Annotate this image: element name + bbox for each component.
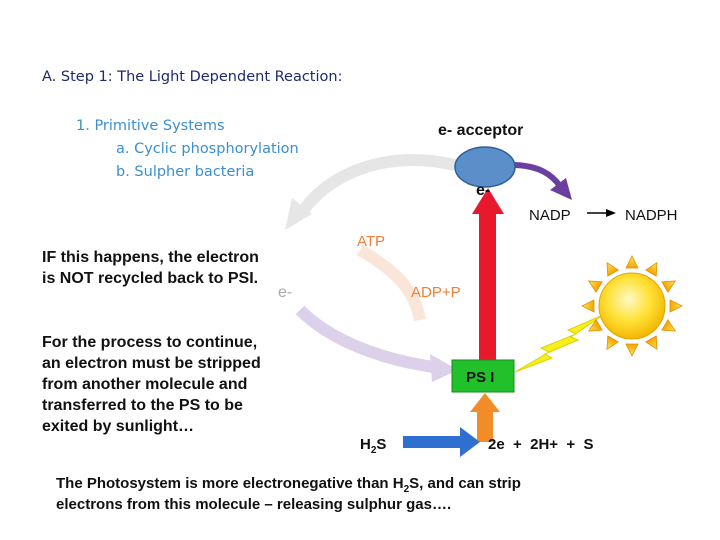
- nadph-label: NADPH: [625, 207, 678, 224]
- atp-label: ATP: [357, 233, 385, 250]
- nadp-to-nadph-arrowhead: [606, 209, 616, 217]
- reaction-products-label: 2e + 2H+ + S: [488, 436, 593, 453]
- sulpher-bacteria-item: b. Sulpher bacteria: [116, 164, 254, 180]
- electron-label-left: e-: [278, 284, 292, 301]
- electron-acceptor-oval: [455, 147, 515, 187]
- footer-line-1: The Photosystem is more electronegative …: [56, 475, 521, 495]
- cyclic-phosphorylation-item: a. Cyclic phosphorylation: [116, 141, 299, 157]
- h2s-label: H2S: [360, 436, 386, 456]
- adp-label: ADP+P: [411, 284, 461, 301]
- primitive-systems-heading: 1. Primitive Systems: [76, 118, 225, 134]
- cyclic-flow-arrows: [285, 160, 458, 382]
- acceptor-label: e- acceptor: [438, 122, 523, 139]
- electron-supply-arrow-head: [470, 393, 500, 412]
- footer-line-2: electrons from this molecule – releasing…: [56, 496, 451, 513]
- sun-icon: [582, 256, 682, 356]
- electron-label-right: e-: [476, 182, 490, 199]
- step-title: A. Step 1: The Light Dependent Reaction:: [42, 69, 342, 85]
- cyclic-arc-top: [300, 160, 455, 215]
- recycle-note: IF this happens, the electron is NOT rec…: [42, 247, 264, 289]
- nadp-label: NADP: [529, 207, 571, 224]
- acceptor-to-nadp-arrow: [515, 165, 560, 186]
- red-arrow-shaft: [479, 212, 496, 360]
- process-note: For the process to continue, an electron…: [42, 332, 264, 437]
- photosystem-label: PS I: [466, 369, 494, 386]
- lightning-bolt-icon: [515, 315, 603, 372]
- h2s-reaction-arrow-shaft: [403, 436, 463, 448]
